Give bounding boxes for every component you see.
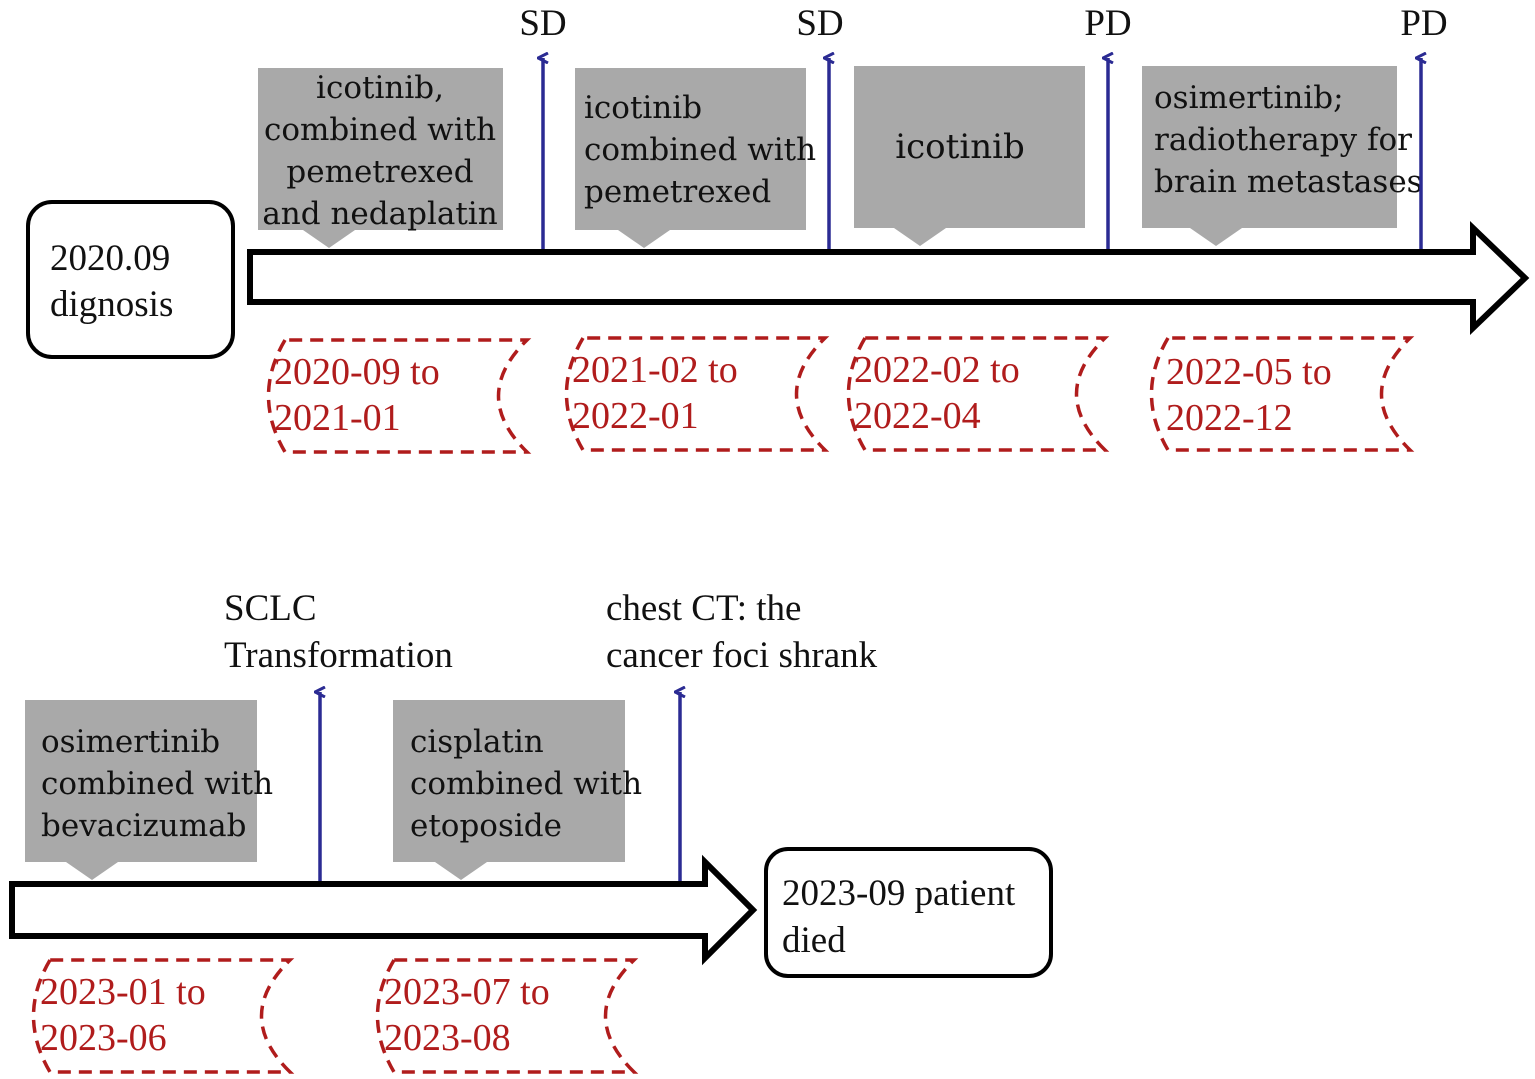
end-box-line-1: 2023-09 patient [782, 873, 1016, 914]
date-2-line-1: 2021-02 to [572, 349, 738, 391]
start-box-line-1: 2020.09 [50, 238, 170, 279]
treatment-1-line-4: and nedaplatin [262, 196, 497, 232]
response-3-label: PD [1084, 3, 1131, 44]
event-2-line-1: chest CT: the [606, 588, 801, 629]
date-1-line-2: 2021-01 [274, 397, 401, 439]
treatment-6-line-3: etoposide [410, 808, 562, 844]
treatment-box-3: icotinib [854, 66, 1085, 246]
treatment-box-4: osimertinib; radiotherapy for brain metast… [1142, 66, 1423, 246]
date-5-line-1: 2023-01 to [40, 971, 206, 1013]
timeline-arrow-2 [9, 854, 758, 966]
event-1-line-2: Transformation [224, 635, 453, 676]
end-box-line-2: died [782, 920, 846, 961]
treatment-1-line-1: icotinib, [316, 70, 444, 106]
date-4-line-2: 2022-12 [1166, 397, 1293, 439]
treatment-5-line-1: osimertinib [41, 724, 220, 760]
treatment-box-1: icotinib, combined with pemetrexed and neda… [258, 68, 503, 248]
treatment-5-line-3: bevacizumab [41, 808, 246, 844]
start-box: 2020.09 dignosis [26, 200, 235, 359]
event-1-line-1: SCLC [224, 588, 317, 629]
treatment-2-line-1: icotinib [584, 90, 702, 126]
start-box-line-2: dignosis [50, 284, 173, 325]
treatment-6-line-2: combined with [410, 766, 642, 802]
date-6-line-1: 2023-07 to [384, 971, 550, 1013]
date-2-line-2: 2022-01 [572, 395, 699, 437]
svg-text:icotinib: icotinib [895, 127, 1024, 167]
response-marker-3: PD [1084, 3, 1132, 250]
treatment-4-line-1: osimertinib; [1154, 80, 1344, 116]
treatment-1-line-3: pemetrexed [286, 154, 473, 190]
date-3-line-1: 2022-02 to [854, 349, 1020, 391]
date-1-line-1: 2020-09 to [274, 351, 440, 393]
treatment-5-line-2: combined with [41, 766, 273, 802]
timeline-arrow-1 [247, 220, 1530, 336]
date-6-line-2: 2023-08 [384, 1017, 511, 1059]
date-5-line-2: 2023-06 [40, 1017, 167, 1059]
date-3-line-2: 2022-04 [854, 395, 981, 437]
response-4-label: PD [1400, 3, 1447, 44]
response-2-label: SD [796, 3, 843, 44]
treatment-2-line-3: pemetrexed [584, 174, 771, 210]
treatment-2-line-2: combined with [584, 132, 816, 168]
treatment-box-2: icotinib combined with pemetrexed [575, 68, 816, 248]
event-2-line-2: cancer foci shrank [606, 635, 878, 676]
event-marker-2: chest CT: the cancer foci shrank [606, 588, 878, 884]
response-marker-2: SD [796, 3, 844, 250]
response-1-label: SD [519, 3, 566, 44]
date-4-line-1: 2022-05 to [1166, 351, 1332, 393]
response-marker-4: PD [1400, 3, 1448, 250]
event-marker-1: SCLC Transformation [224, 588, 453, 884]
treatment-box-5: osimertinib combined with bevacizumab [25, 700, 273, 880]
treatment-4-line-3: brain metastases [1154, 164, 1423, 200]
response-marker-1: SD [519, 3, 567, 250]
treatment-1-line-2: combined with [264, 112, 496, 148]
end-box: 2023-09 patient died [764, 847, 1053, 978]
treatment-4-line-2: radiotherapy for [1154, 122, 1412, 158]
treatment-3-line-1: icotinib [895, 127, 1024, 167]
treatment-box-6: cisplatin combined with etoposide [393, 700, 642, 880]
treatment-6-line-1: cisplatin [410, 724, 544, 760]
